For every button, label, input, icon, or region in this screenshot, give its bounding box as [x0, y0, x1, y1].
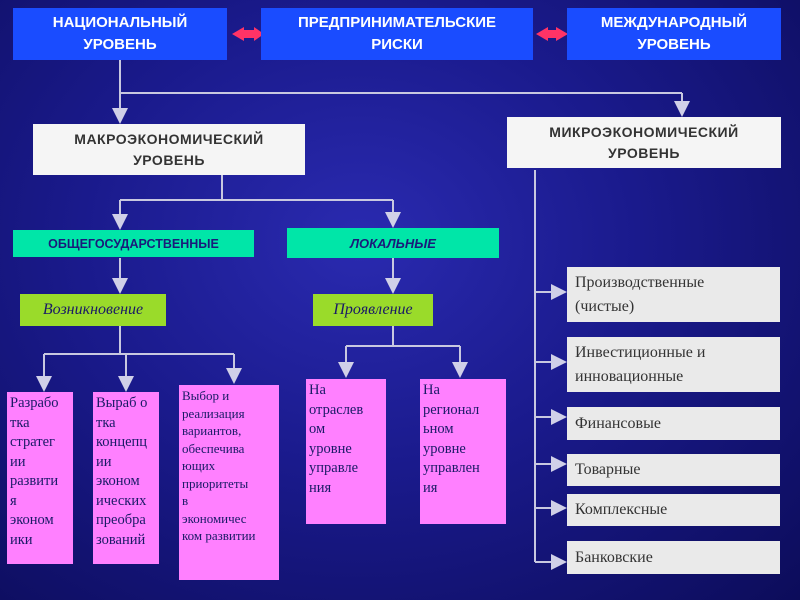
- sectoral-level-box: На отраслев ом уровне управле ния: [306, 379, 386, 524]
- micro-item-commodity: Товарные: [567, 454, 780, 486]
- micro-item-banking: Банковские: [567, 541, 780, 574]
- double-arrow-right-icon: [536, 27, 568, 41]
- micro-item-investment: Инвестиционные и инновационные: [567, 337, 780, 392]
- regional-level-box: На регионал ьном уровне управлен ия: [420, 379, 506, 524]
- macroeconomic-level-box: МАКРОЭКОНОМИЧЕСКИЙ УРОВЕНЬ: [33, 124, 305, 175]
- micro-item-complex: Комплексные: [567, 494, 780, 526]
- state-level-box: ОБЩЕГОСУДАРСТВЕННЫЕ: [13, 230, 254, 257]
- strategy-development-box: Разрабо тка стратег ии развити я эконом …: [7, 392, 73, 564]
- emergence-box: Возникновение: [20, 294, 166, 326]
- local-level-box: ЛОКАЛЬНЫЕ: [287, 228, 499, 258]
- international-level-box: МЕЖДУНАРОДНЫЙ УРОВЕНЬ: [567, 8, 781, 60]
- concept-development-box: Выраб о тка концепц ии эконом ических пр…: [93, 392, 159, 564]
- entrepreneurial-risks-box: ПРЕДПРИНИМАТЕЛЬСКИЕ РИСКИ: [261, 8, 533, 60]
- variant-selection-box: Выбор и реализация вариантов, обеспечива…: [179, 385, 279, 580]
- national-level-box: НАЦИОНАЛЬНЫЙ УРОВЕНЬ: [13, 8, 227, 60]
- manifestation-box: Проявление: [313, 294, 433, 326]
- micro-item-financial: Финансовые: [567, 407, 780, 440]
- double-arrow-left-icon: [232, 27, 264, 41]
- microeconomic-level-box: МИКРОЭКОНОМИЧЕСКИЙ УРОВЕНЬ: [507, 117, 781, 168]
- micro-item-production: Производственные (чистые): [567, 267, 780, 322]
